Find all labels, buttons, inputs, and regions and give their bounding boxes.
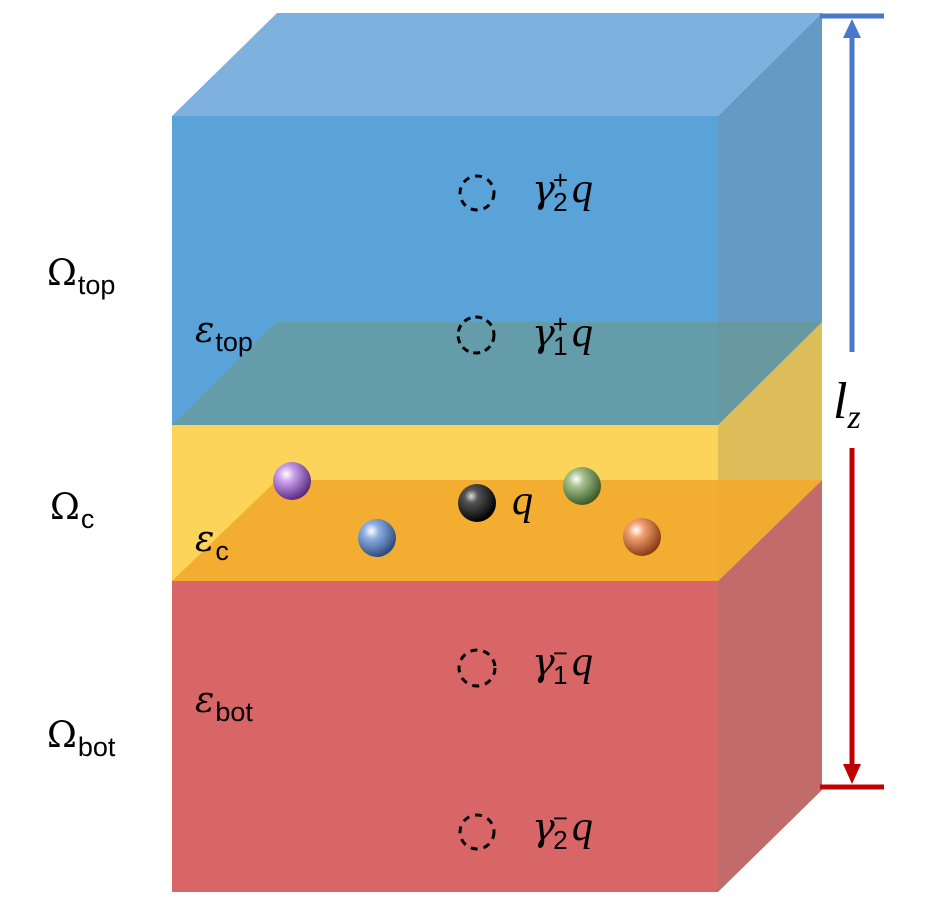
- length-lz-label: lz: [833, 373, 861, 435]
- image-index: 2: [553, 187, 568, 218]
- particle-purple: [273, 462, 311, 500]
- epsilon-subscript: bot: [215, 697, 253, 727]
- length-symbol: l: [833, 373, 848, 430]
- bottom-slab-side: [718, 480, 822, 892]
- gamma-symbol: γ: [532, 167, 555, 211]
- image-sign: +: [552, 165, 568, 196]
- image-sign: −: [552, 803, 568, 834]
- charge-symbol: q: [571, 804, 593, 850]
- image-charge-bottom-2: [458, 813, 496, 851]
- core-midplane: [172, 480, 822, 581]
- omega-top-label: Ωtop: [47, 253, 115, 299]
- core-top-face-through-top: [172, 322, 822, 425]
- length-subscript: z: [847, 399, 861, 436]
- gamma-symbol: γ: [532, 640, 555, 684]
- source-charge-particle: [458, 484, 496, 522]
- epsilon-core-label: εc: [195, 519, 229, 565]
- omega-symbol: Ω: [50, 487, 80, 528]
- particle-blue: [358, 519, 396, 557]
- image-sign: −: [552, 638, 568, 669]
- image-sign: +: [552, 309, 568, 340]
- image-charge-bottom-1: [457, 648, 497, 688]
- charge-symbol: q: [512, 478, 533, 524]
- lz-arrow-up-head: [843, 19, 861, 38]
- epsilon-symbol: ε: [195, 310, 215, 351]
- gamma-symbol: γ: [532, 805, 555, 849]
- charge-symbol: q: [571, 166, 593, 212]
- lz-arrow-down-head: [843, 764, 861, 784]
- top-slab-top-face: [172, 13, 822, 116]
- bottom-slab-front: [172, 581, 718, 892]
- particle-orange: [623, 518, 661, 556]
- omega-symbol: Ω: [47, 715, 77, 756]
- epsilon-symbol: ε: [195, 519, 215, 560]
- particle-green: [563, 467, 601, 505]
- epsilon-top-label: εtop: [195, 310, 253, 356]
- omega-subscript: top: [77, 270, 116, 300]
- image-charge-top-2: [458, 174, 496, 212]
- omega-core-label: Ωc: [50, 487, 94, 533]
- epsilon-bottom-label: εbot: [195, 680, 253, 726]
- image-index: 2: [553, 825, 568, 856]
- image-index: 1: [553, 331, 568, 362]
- charge-symbol: q: [571, 639, 593, 685]
- epsilon-symbol: ε: [195, 680, 215, 721]
- gamma-symbol: γ: [532, 311, 555, 355]
- epsilon-subscript: top: [215, 327, 253, 357]
- image-index: 1: [553, 660, 568, 691]
- source-charge-label: q: [512, 480, 533, 522]
- omega-subscript: c: [80, 504, 95, 534]
- omega-bottom-label: Ωbot: [47, 715, 115, 761]
- image-charge-top-1: [456, 315, 496, 355]
- charge-symbol: q: [571, 310, 593, 356]
- epsilon-subscript: c: [215, 536, 229, 566]
- omega-subscript: bot: [77, 732, 116, 762]
- omega-symbol: Ω: [47, 253, 77, 294]
